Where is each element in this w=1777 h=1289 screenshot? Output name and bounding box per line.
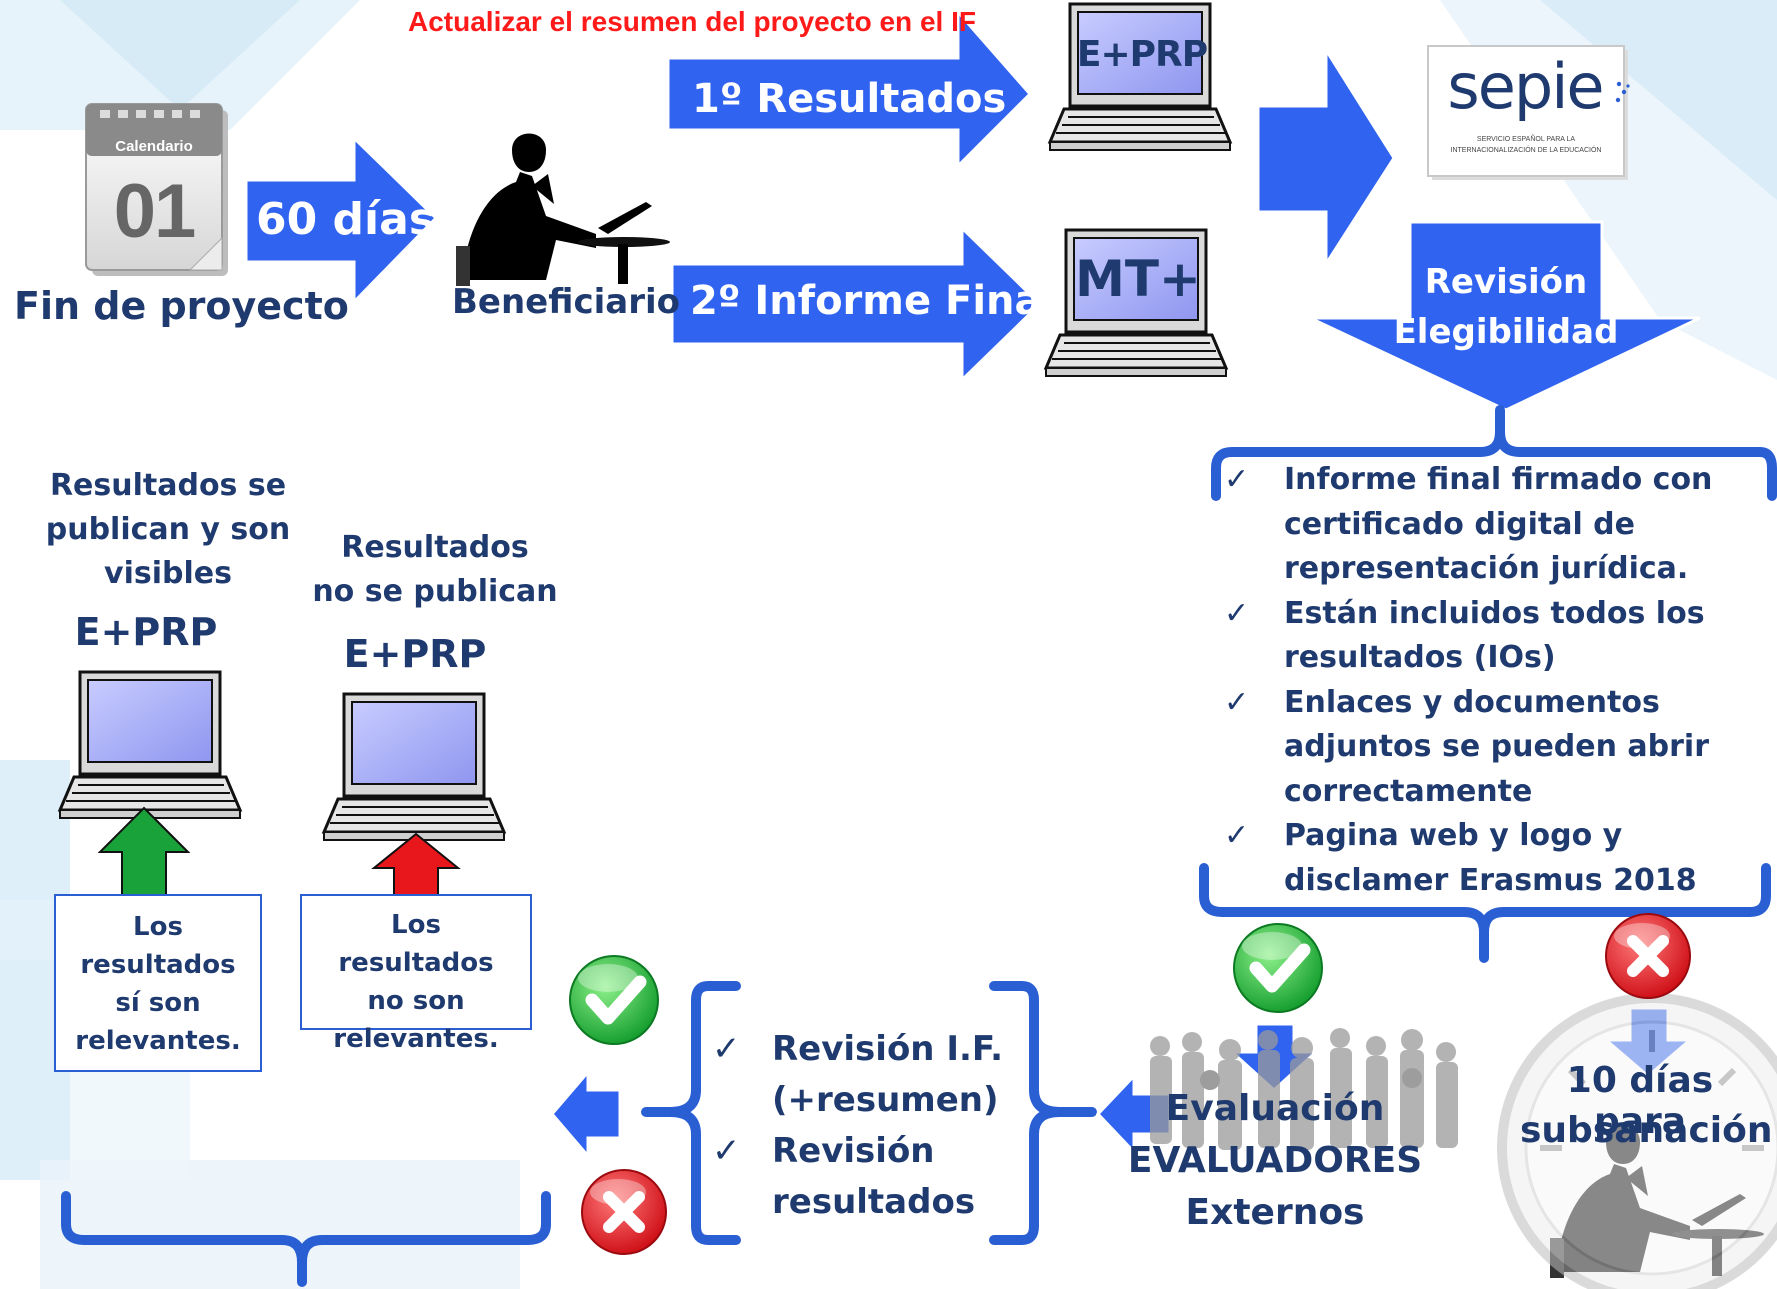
- not-published-heading-1: Resultados: [341, 530, 529, 565]
- not-published-relevance-text: Los resultados no son relevantes.: [333, 910, 499, 1054]
- clock-icon: [1497, 993, 1777, 1289]
- check-mark-icon: ✓: [1224, 684, 1250, 720]
- eligibility-checklist: ✓Informe final firmado con certificado d…: [1224, 458, 1764, 903]
- arrow-60-days-label: 60 días: [256, 194, 436, 245]
- check-mark-icon: ✓: [712, 1131, 741, 1171]
- check-icon: [570, 956, 658, 1044]
- evaluation-line-3: Externos: [1185, 1192, 1365, 1233]
- review-checklist: ✓Revisión I.F. (+resumen) ✓Revisión resu…: [712, 1024, 1012, 1228]
- calendar-icon: [85, 103, 228, 276]
- laptop-icon: [1048, 2, 1232, 152]
- correction-line-2: subsanación: [1520, 1110, 1773, 1151]
- check-icon: [1234, 924, 1322, 1012]
- sepie-logo: [1427, 45, 1630, 180]
- cross-icon: [582, 1170, 666, 1254]
- sepie-logo-text: sepie: [1447, 50, 1604, 123]
- evaluation-line-1: Evaluación: [1165, 1088, 1385, 1129]
- project-end-caption: Fin de proyecto: [14, 284, 349, 328]
- eligibility-item: ✓Enlaces y documentos adjuntos se pueden…: [1224, 681, 1764, 815]
- update-summary-note: Actualizar el resumen del proyecto en el…: [408, 6, 976, 37]
- arrow-up-red: [371, 832, 461, 901]
- evaluation-line-2: EVALUADORES: [1127, 1140, 1423, 1181]
- calendar-day: 01: [113, 169, 197, 254]
- published-heading-1: Resultados se: [49, 468, 287, 503]
- arrow-final-report-label: 2º Informe Final: [690, 278, 1056, 324]
- published-relevance-box: Los resultados sí son relevantes.: [54, 894, 262, 1072]
- check-mark-icon: ✓: [712, 1029, 741, 1069]
- eligibility-item: ✓Informe final firmado con certificado d…: [1224, 458, 1764, 592]
- calendar-label: Calendario: [115, 138, 193, 155]
- laptop-icon: [58, 670, 242, 820]
- review-item: ✓Revisión resultados: [712, 1126, 1012, 1228]
- review-bracket: [641, 981, 1097, 1245]
- published-brace: [61, 1191, 551, 1287]
- published-heading-3: visibles: [104, 556, 232, 591]
- arrow-to-sepie: [1256, 44, 1396, 270]
- not-published-relevance-box: Los resultados no son relevantes.: [300, 894, 532, 1054]
- eligibility-label-2: Elegibilidad: [1393, 312, 1619, 352]
- cross-icon: [1606, 914, 1690, 998]
- check-mark-icon: ✓: [1224, 818, 1250, 853]
- eligibility-brace-top: [1211, 405, 1777, 501]
- arrow-eligibility: [1309, 220, 1701, 412]
- not-published-heading-2: no se publican: [312, 574, 558, 609]
- sepie-subtitle-2: INTERNACIONALIZACIÓN DE LA EDUCACIÓN: [1450, 147, 1602, 154]
- published-relevance-text: Los resultados sí son relevantes.: [75, 912, 241, 1056]
- sepie-subtitle-1: SERVICIO ESPAÑOL PARA LA: [1476, 136, 1576, 143]
- correction-line-1: 10 días para: [1566, 1060, 1714, 1142]
- published-platform: E+PRP: [74, 610, 218, 654]
- thinking-person-icon: [456, 133, 670, 286]
- eligibility-brace-bottom: [1199, 863, 1771, 963]
- arrow-results-label: 1º Resultados: [692, 76, 1007, 122]
- laptop-icon: [322, 692, 506, 842]
- review-item: ✓Revisión I.F. (+resumen): [712, 1024, 1012, 1126]
- eligibility-item: ✓Pagina web y logo y disclamer Erasmus 2…: [1224, 814, 1764, 903]
- beneficiary-label: Beneficiario: [452, 282, 680, 322]
- arrow-final-report: [670, 224, 1043, 384]
- check-mark-icon: ✓: [1224, 462, 1250, 497]
- not-published-platform: E+PRP: [343, 632, 487, 676]
- published-heading-2: publican y son: [45, 512, 291, 547]
- arrow-60-days: [244, 134, 439, 306]
- laptop-eprp-label: E+PRP: [1076, 34, 1208, 75]
- arrow-up-green: [97, 806, 191, 897]
- check-mark-icon: ✓: [1224, 595, 1250, 631]
- laptop-mtplus-label: MT+: [1075, 250, 1201, 308]
- eligibility-label-1: Revisión: [1424, 262, 1588, 302]
- arrow-results: [666, 8, 1033, 170]
- eligibility-item: ✓Están incluidos todos los resultados (I…: [1224, 592, 1764, 681]
- silhouette-crowd-icon: [1150, 1028, 1458, 1150]
